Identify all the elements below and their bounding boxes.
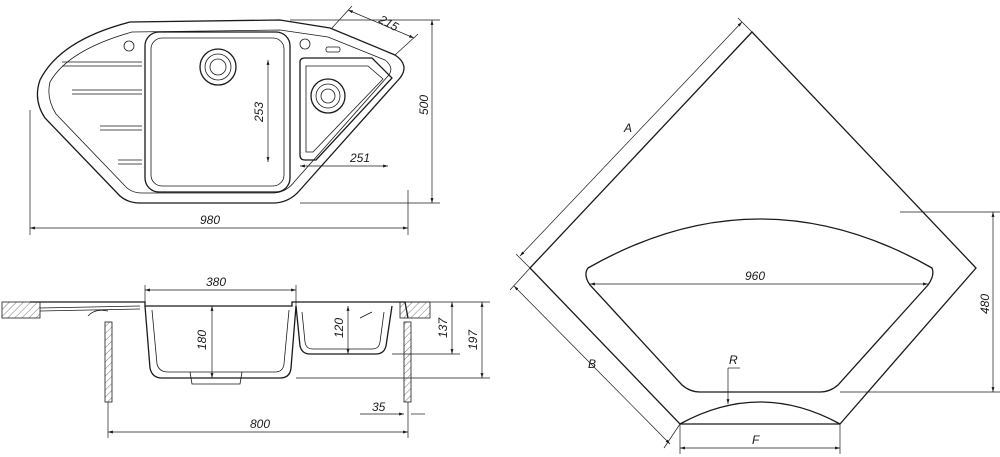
dim-35: 35 [360,400,425,416]
dim-960-label: 960 [745,269,765,283]
dim-800-label: 800 [250,417,270,431]
dim-980: 980 [29,110,409,235]
main-drain-section [189,371,243,385]
countertop-left [1,301,41,319]
countertop-right [399,301,431,319]
dim-120: 120 [332,306,350,354]
dim-251: 251 [300,151,388,168]
dim-253-label: 253 [252,102,266,123]
dim-b: B [509,267,681,449]
dim-980-label: 980 [200,213,220,227]
dim-180: 180 [195,306,214,378]
main-drain-mid [204,53,232,81]
dim-137-197: 137 197 [296,301,490,379]
cabinet-wall-right [403,321,412,403]
dim-a-label: A [623,121,632,135]
dim-500-label: 500 [417,95,431,115]
small-drain-mid [315,83,341,109]
dim-800: 800 [107,402,409,438]
small-drain-outer [310,78,346,114]
small-bowl-inner [305,65,384,153]
dim-120-label: 120 [332,318,346,338]
section-view: 380 180 120 137 197 35 [1,275,490,438]
dim-380: 380 [144,275,297,306]
cabinet-corner-outline [529,31,977,425]
dim-215: 215 [331,5,419,56]
dim-35-label: 35 [372,400,386,414]
main-bowl-inner [150,37,285,187]
cabinet-wall-left [104,321,113,403]
dim-b-label: B [588,357,596,371]
main-drain-outer [199,48,237,86]
dim-253: 253 [252,60,270,162]
cutout-shape [585,218,934,393]
dim-380-label: 380 [206,275,226,289]
dim-251-label: 251 [349,151,370,165]
dim-137-label: 137 [436,317,450,338]
dim-r: R [726,353,740,404]
dim-r-label: R [729,353,738,367]
main-drain-inner [209,58,227,76]
dim-197-label: 197 [466,329,480,350]
dim-f: F [679,424,841,454]
small-bowl-outline [299,57,393,161]
cutout-view: A B 960 480 R [509,17,1000,454]
dim-960: 960 [590,269,928,286]
dim-f-label: F [752,433,760,447]
overflow-slot [325,46,341,53]
small-bowl-section [295,305,393,355]
dim-480: 480 [840,211,1000,393]
tap-hole-left [123,40,135,52]
dim-180-label: 180 [195,330,209,350]
main-bowl-outline [144,31,291,193]
tap-hole-right [299,38,311,50]
front-arc [679,401,841,425]
sink-outer-outline [36,19,405,204]
drainboard-grooves [62,61,142,165]
top-view: 980 500 253 251 215 [29,5,440,235]
dim-480-label: 480 [978,294,992,314]
main-bowl-section [144,305,297,379]
small-drain-inner [320,88,336,104]
dim-a: A [515,17,753,269]
sink-inner-rim [48,29,392,194]
